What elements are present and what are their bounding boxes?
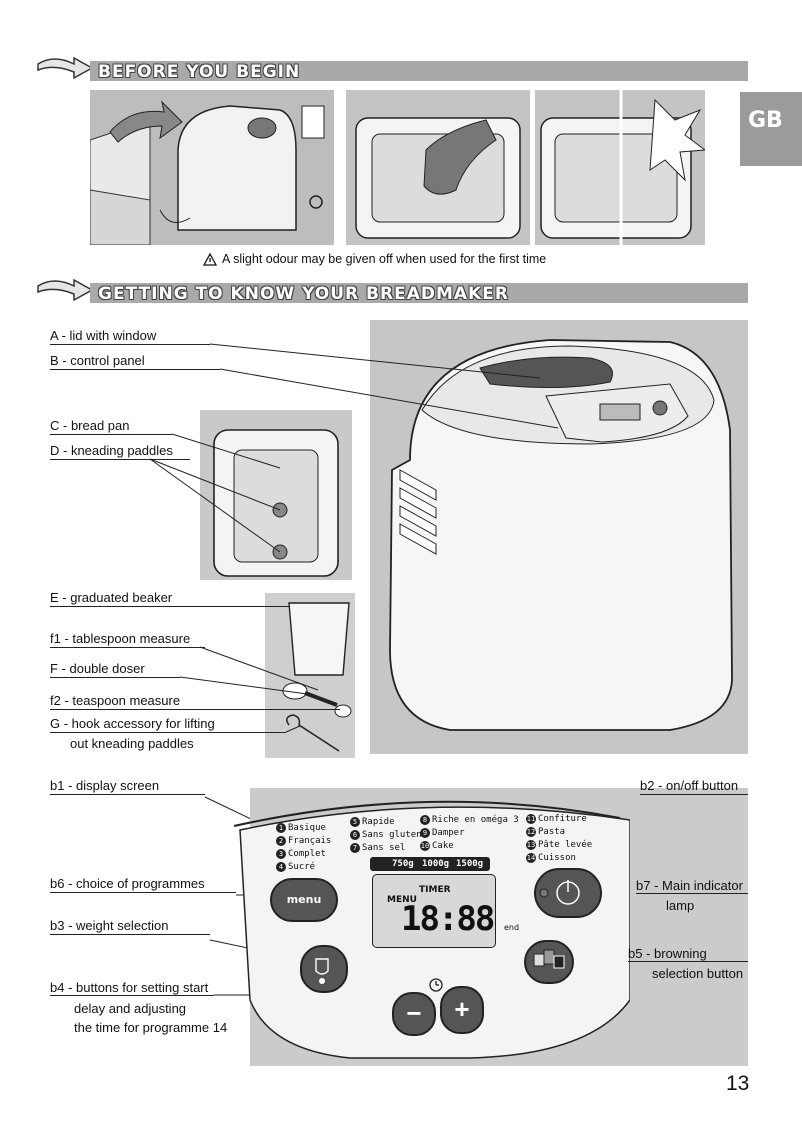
label-browning-cont: selection button xyxy=(652,966,744,981)
breadmaker-photo xyxy=(370,320,748,754)
label-indicator-cont: lamp xyxy=(666,898,695,913)
label-hook-cont: out kneading paddles xyxy=(70,736,194,751)
label-underline xyxy=(50,369,220,370)
label-underline xyxy=(50,434,172,435)
label-bread-pan: C - bread pan xyxy=(50,418,130,433)
label-start-delay-cont: delay and adjusting xyxy=(74,1001,187,1016)
weight-1500: 1500g xyxy=(456,859,484,869)
accessories-photo xyxy=(265,593,355,758)
on-off-button[interactable] xyxy=(534,868,602,918)
label-underline xyxy=(50,344,210,345)
label-beaker: E - graduated beaker xyxy=(50,590,173,605)
label-underline xyxy=(50,995,214,996)
language-tab: GB xyxy=(740,92,802,166)
weight-bar: 750g 1000g 1500g xyxy=(370,857,490,871)
display-timer-label: TIMER xyxy=(419,885,451,895)
warning-text: A slight odour may be given off when use… xyxy=(222,252,547,266)
section-title: BEFORE YOU BEGIN xyxy=(98,62,301,82)
weight-icon xyxy=(315,958,329,984)
section-header-before: BEFORE YOU BEGIN xyxy=(90,61,748,82)
weight-button[interactable] xyxy=(300,945,348,993)
label-lid: A - lid with window xyxy=(50,328,157,343)
label-underline xyxy=(50,606,290,607)
label-underline xyxy=(50,709,340,710)
label-programmes: b6 - choice of programmes xyxy=(50,876,205,891)
menu-button[interactable]: menu xyxy=(270,878,338,922)
display-screen: MENU TIMER 18:88 xyxy=(372,874,496,948)
browning-icon xyxy=(533,949,565,969)
section-title: GETTING TO KNOW YOUR BREADMAKER xyxy=(98,284,509,304)
bread-pan-photo xyxy=(200,410,352,580)
accessories-illustration xyxy=(282,602,352,752)
clock-icon xyxy=(429,978,443,992)
control-panel-border xyxy=(233,800,621,827)
plus-button[interactable]: + xyxy=(440,986,484,1034)
label-underline xyxy=(50,732,286,733)
weight-1000: 1000g xyxy=(422,859,450,869)
label-control-panel: B - control panel xyxy=(50,353,145,368)
label-underline xyxy=(50,794,205,795)
page-number: 13 xyxy=(726,1072,750,1095)
display-digits: 18:88 xyxy=(401,899,495,939)
section-header-getting: GETTING TO KNOW YOUR BREADMAKER xyxy=(90,283,748,304)
arrow-icon xyxy=(37,278,94,302)
drying-illustration xyxy=(540,90,707,245)
drying-pan-photo xyxy=(535,90,707,245)
washing-pan-photo xyxy=(346,90,530,245)
label-kneading-paddles: D - kneading paddles xyxy=(50,443,173,458)
display-end-label: end xyxy=(504,923,520,932)
power-icon xyxy=(539,880,580,905)
label-weight: b3 - weight selection xyxy=(50,918,169,933)
label-underline xyxy=(50,934,210,935)
label-underline xyxy=(50,677,180,678)
label-underline xyxy=(50,459,190,460)
minus-button[interactable]: − xyxy=(392,992,436,1036)
label-tablespoon: f1 - tablespoon measure xyxy=(50,631,191,646)
breadmaker-illustration xyxy=(389,339,733,731)
browning-button[interactable] xyxy=(524,940,574,984)
label-underline xyxy=(628,961,748,962)
arrow-icon xyxy=(37,56,94,80)
label-start-delay-cont: the time for programme 14 xyxy=(74,1020,228,1035)
washing-illustration xyxy=(355,117,521,239)
display-menu-label: MENU xyxy=(387,895,417,905)
label-display-screen: b1 - display screen xyxy=(50,778,160,793)
unboxing-photo xyxy=(89,90,334,246)
label-underline xyxy=(50,647,205,648)
label-double-doser: F - double doser xyxy=(50,661,145,676)
label-underline xyxy=(640,794,748,795)
label-teaspoon: f2 - teaspoon measure xyxy=(50,693,181,708)
label-underline xyxy=(636,893,748,894)
weight-750: 750g xyxy=(392,859,414,869)
label-indicator: b7 - Main indicator xyxy=(636,878,743,893)
label-browning: b5 - browning xyxy=(628,946,707,961)
label-hook: G - hook accessory for lifting xyxy=(50,716,215,731)
warning-icon xyxy=(203,253,217,266)
unboxing-illustration xyxy=(89,100,325,246)
label-underline xyxy=(50,892,236,893)
label-start-delay: b4 - buttons for setting start xyxy=(50,980,209,995)
label-on-off: b2 - on/off button xyxy=(640,778,739,793)
